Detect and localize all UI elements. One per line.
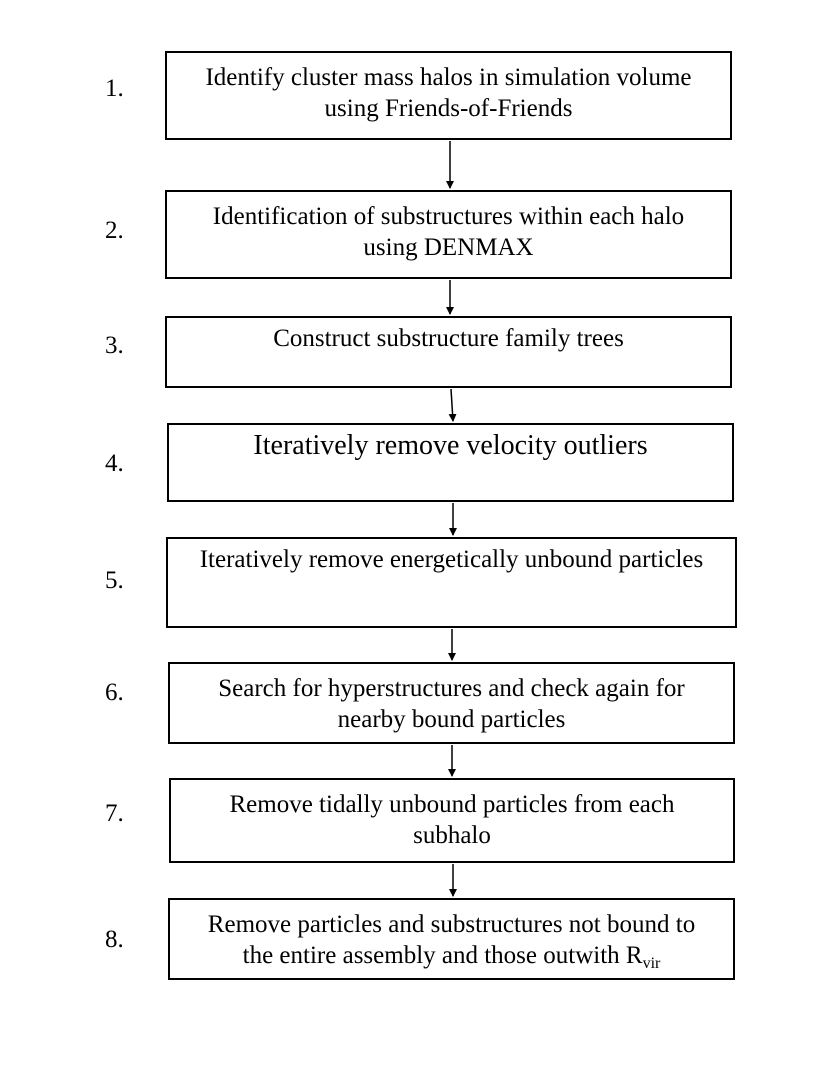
- step-7-line-2: subhalo: [413, 822, 491, 849]
- step-6-line-2: nearby bound particles: [337, 706, 566, 733]
- step-5-line-1: Iteratively remove energetically unbound…: [199, 546, 704, 573]
- step-box-6: Search for hyperstructures and check aga…: [168, 662, 735, 744]
- step-number-4: 4.: [105, 450, 124, 477]
- step-number-3: 3.: [105, 332, 124, 359]
- step-8-rvir-subscript: vir: [642, 955, 661, 972]
- arrow-3-to-4: [448, 388, 457, 422]
- step-number-6: 6.: [105, 679, 124, 706]
- step-box-4: Iteratively remove velocity outliers: [167, 423, 734, 502]
- step-box-3: Construct substructure family trees: [165, 316, 732, 388]
- step-number-5: 5.: [105, 567, 124, 594]
- step-number-2: 2.: [105, 217, 124, 244]
- step-number-1: 1.: [105, 75, 124, 102]
- step-3-line-1: Construct substructure family trees: [273, 325, 624, 352]
- step-box-7: Remove tidally unbound particles from ea…: [169, 778, 735, 863]
- step-box-8: Remove particles and substructures not b…: [168, 898, 735, 980]
- step-1-line-1: Identify cluster mass halos in simulatio…: [205, 64, 692, 91]
- step-8-line-2: the entire assembly and those outwith Rv…: [170, 940, 733, 979]
- step-box-1: Identify cluster mass halos in simulatio…: [165, 51, 732, 140]
- step-number-7: 7.: [105, 800, 124, 827]
- step-2-line-2: using DENMAX: [363, 234, 534, 261]
- step-6-line-1: Search for hyperstructures and check aga…: [218, 675, 685, 702]
- step-8-line-1: Remove particles and substructures not b…: [207, 911, 696, 938]
- step-1-line-2: using Friends-of-Friends: [324, 95, 573, 122]
- step-8-line-2-text: the entire assembly and those outwith R: [242, 942, 643, 969]
- step-7-line-1: Remove tidally unbound particles from ea…: [229, 791, 675, 818]
- step-box-5: Iteratively remove energetically unbound…: [166, 537, 737, 628]
- step-2-line-1: Identification of substructures within e…: [212, 203, 685, 230]
- step-box-2: Identification of substructures within e…: [165, 190, 732, 279]
- step-4-line-1: Iteratively remove velocity outliers: [253, 430, 648, 461]
- step-number-8: 8.: [105, 926, 124, 953]
